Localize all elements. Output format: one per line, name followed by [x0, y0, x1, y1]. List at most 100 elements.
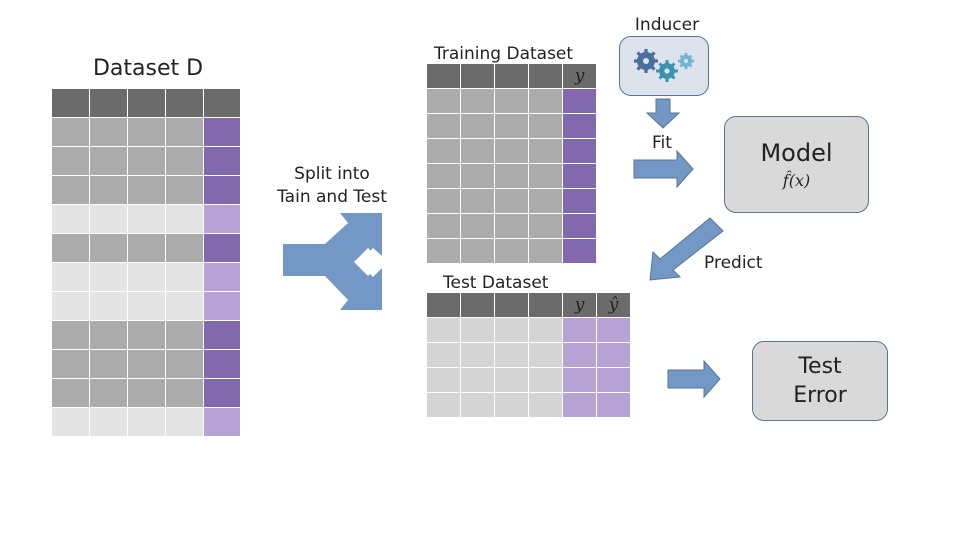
- header-cell: [461, 293, 494, 317]
- model-title: Model: [760, 139, 833, 167]
- feature-cell: [495, 368, 528, 392]
- feature-cell: [461, 164, 494, 188]
- feature-cell: [529, 214, 562, 238]
- inducer-label: Inducer: [634, 15, 700, 35]
- feature-cell: [529, 89, 562, 113]
- target-cell: [204, 292, 240, 320]
- dataset-title: Dataset D: [92, 56, 204, 81]
- inducer-down-arrow: [645, 98, 681, 129]
- feature-cell: [52, 408, 89, 436]
- target-header: y: [563, 293, 596, 317]
- model-box: Model f̂(x): [724, 116, 869, 213]
- feature-cell: [427, 318, 460, 342]
- feature-cell: [427, 164, 460, 188]
- target-cell: [204, 408, 240, 436]
- target-cell: [204, 321, 240, 349]
- feature-cell: [52, 263, 89, 291]
- feature-cell: [128, 205, 165, 233]
- feature-cell: [495, 114, 528, 138]
- split-label: Split into Tain and Test: [277, 164, 387, 207]
- feature-cell: [128, 379, 165, 407]
- feature-cell: [461, 368, 494, 392]
- header-cell: [166, 89, 203, 117]
- feature-cell: [529, 189, 562, 213]
- feature-cell: [495, 239, 528, 263]
- target-cell: [563, 343, 596, 367]
- header-cell: [427, 64, 460, 88]
- feature-cell: [427, 214, 460, 238]
- feature-cell: [461, 393, 494, 417]
- split-arrow: [283, 213, 382, 310]
- feature-cell: [461, 114, 494, 138]
- prediction-cell: [597, 393, 630, 417]
- feature-cell: [166, 118, 203, 146]
- predict-label: Predict: [704, 253, 763, 273]
- target-cell: [204, 350, 240, 378]
- feature-cell: [128, 408, 165, 436]
- feature-cell: [427, 114, 460, 138]
- feature-cell: [90, 350, 127, 378]
- target-cell: [204, 263, 240, 291]
- feature-cell: [52, 379, 89, 407]
- feature-cell: [90, 118, 127, 146]
- feature-cell: [461, 343, 494, 367]
- feature-cell: [128, 321, 165, 349]
- feature-cell: [529, 343, 562, 367]
- inducer-box: [619, 36, 709, 96]
- target-cell: [563, 368, 596, 392]
- prediction-cell: [597, 343, 630, 367]
- feature-cell: [461, 318, 494, 342]
- feature-cell: [128, 263, 165, 291]
- feature-cell: [427, 343, 460, 367]
- gears-icon: [634, 49, 694, 82]
- feature-cell: [166, 379, 203, 407]
- target-cell: [204, 205, 240, 233]
- feature-cell: [166, 350, 203, 378]
- header-cell: [495, 293, 528, 317]
- feature-cell: [52, 118, 89, 146]
- header-cell: [529, 64, 562, 88]
- training-table: y: [427, 64, 596, 263]
- feature-cell: [52, 292, 89, 320]
- feature-cell: [495, 318, 528, 342]
- feature-cell: [461, 89, 494, 113]
- feature-cell: [52, 176, 89, 204]
- feature-cell: [495, 393, 528, 417]
- feature-cell: [495, 214, 528, 238]
- feature-cell: [529, 239, 562, 263]
- target-cell: [563, 164, 596, 188]
- feature-cell: [495, 189, 528, 213]
- feature-cell: [90, 263, 127, 291]
- target-cell: [204, 379, 240, 407]
- fit-label: Fit: [652, 133, 672, 153]
- feature-cell: [166, 176, 203, 204]
- feature-cell: [529, 114, 562, 138]
- feature-cell: [52, 147, 89, 175]
- feature-cell: [461, 239, 494, 263]
- target-header: y: [563, 64, 596, 88]
- header-cell: [461, 64, 494, 88]
- feature-cell: [427, 239, 460, 263]
- feature-cell: [166, 234, 203, 262]
- feature-cell: [90, 147, 127, 175]
- feature-cell: [90, 205, 127, 233]
- target-cell: [204, 234, 240, 262]
- test-dataset-title: Test Dataset: [443, 273, 549, 293]
- feature-cell: [461, 139, 494, 163]
- feature-cell: [166, 205, 203, 233]
- header-cell: [427, 293, 460, 317]
- feature-cell: [128, 147, 165, 175]
- feature-cell: [529, 164, 562, 188]
- feature-cell: [495, 89, 528, 113]
- feature-cell: [529, 318, 562, 342]
- training-dataset-title: Training Dataset: [434, 44, 574, 64]
- feature-cell: [529, 368, 562, 392]
- feature-cell: [166, 321, 203, 349]
- header-cell: [495, 64, 528, 88]
- feature-cell: [427, 139, 460, 163]
- feature-cell: [427, 393, 460, 417]
- target-cell: [563, 239, 596, 263]
- feature-cell: [128, 350, 165, 378]
- feature-cell: [52, 234, 89, 262]
- prediction-cell: [597, 318, 630, 342]
